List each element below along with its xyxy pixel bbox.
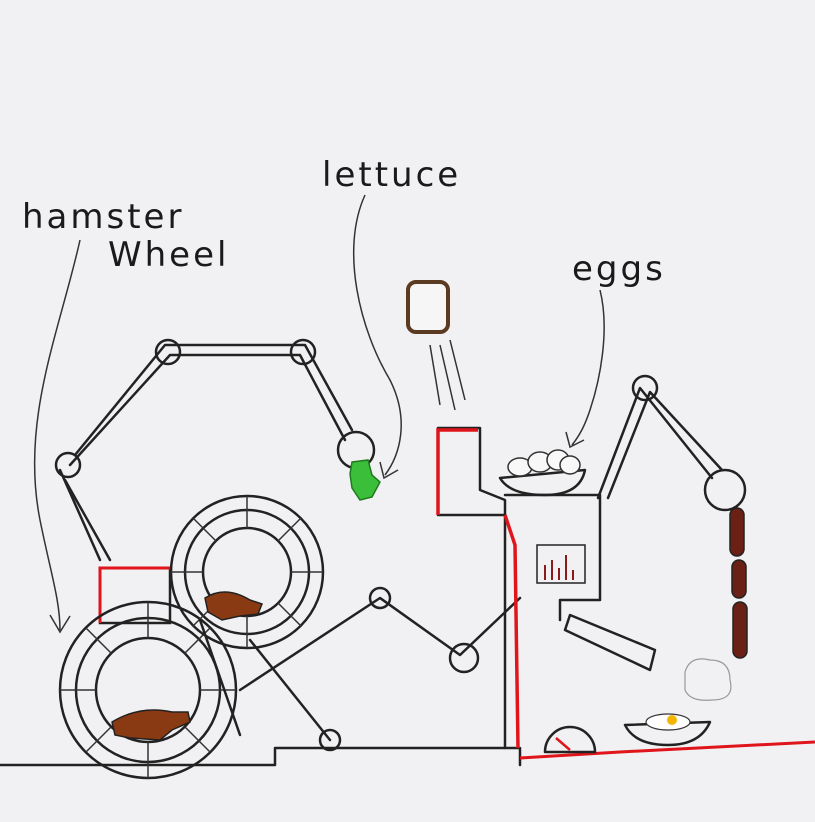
linkage-arm: [63, 353, 347, 562]
pivot: [631, 374, 659, 402]
support-frame: [198, 596, 522, 742]
arrow-hamster: [33, 239, 81, 634]
fried-egg-bowl: [623, 720, 712, 747]
label-wheel: Wheel: [108, 235, 229, 275]
lever-arm: [563, 613, 657, 672]
hamster-icon: [204, 591, 263, 621]
dial-panel: [536, 544, 586, 584]
sausage-ring: [703, 468, 747, 512]
egg-yolk: [667, 715, 677, 725]
hamster-icon: [111, 709, 191, 741]
linkage-arm-outline: [58, 343, 354, 562]
motion-lines: [429, 339, 466, 411]
gauge-icon: [543, 725, 597, 754]
red-box-left-edge: [98, 566, 170, 623]
toast-icon: [406, 280, 450, 334]
falling-egg-outline: [684, 658, 732, 701]
pivot: [368, 586, 392, 610]
hamster-wheel-small: [169, 494, 325, 650]
pivot: [54, 451, 82, 479]
pivot: [318, 728, 342, 752]
dial-bars: [544, 555, 574, 580]
label-hamster: hamster: [22, 197, 184, 237]
red-box-left: [98, 566, 172, 625]
gear-icon: [448, 642, 480, 674]
egg-bowl: [498, 468, 587, 497]
arrow-lettuce: [352, 194, 402, 480]
ground-line-red: [519, 740, 815, 760]
sausage-arm: [596, 386, 724, 500]
pivot: [154, 338, 182, 366]
lettuce-icon: [349, 459, 381, 501]
gauge-needle: [555, 737, 571, 751]
label-eggs: eggs: [572, 249, 666, 289]
toaster-machine-red: [436, 428, 520, 749]
label-lettuce: lettuce: [322, 155, 461, 195]
arrow-eggs: [565, 289, 605, 449]
sausages-icon: [729, 507, 748, 659]
eggs-icon: [507, 449, 581, 477]
pivot: [289, 338, 317, 366]
ground-line: [0, 746, 522, 767]
hamster-wheel-large: [58, 600, 238, 780]
